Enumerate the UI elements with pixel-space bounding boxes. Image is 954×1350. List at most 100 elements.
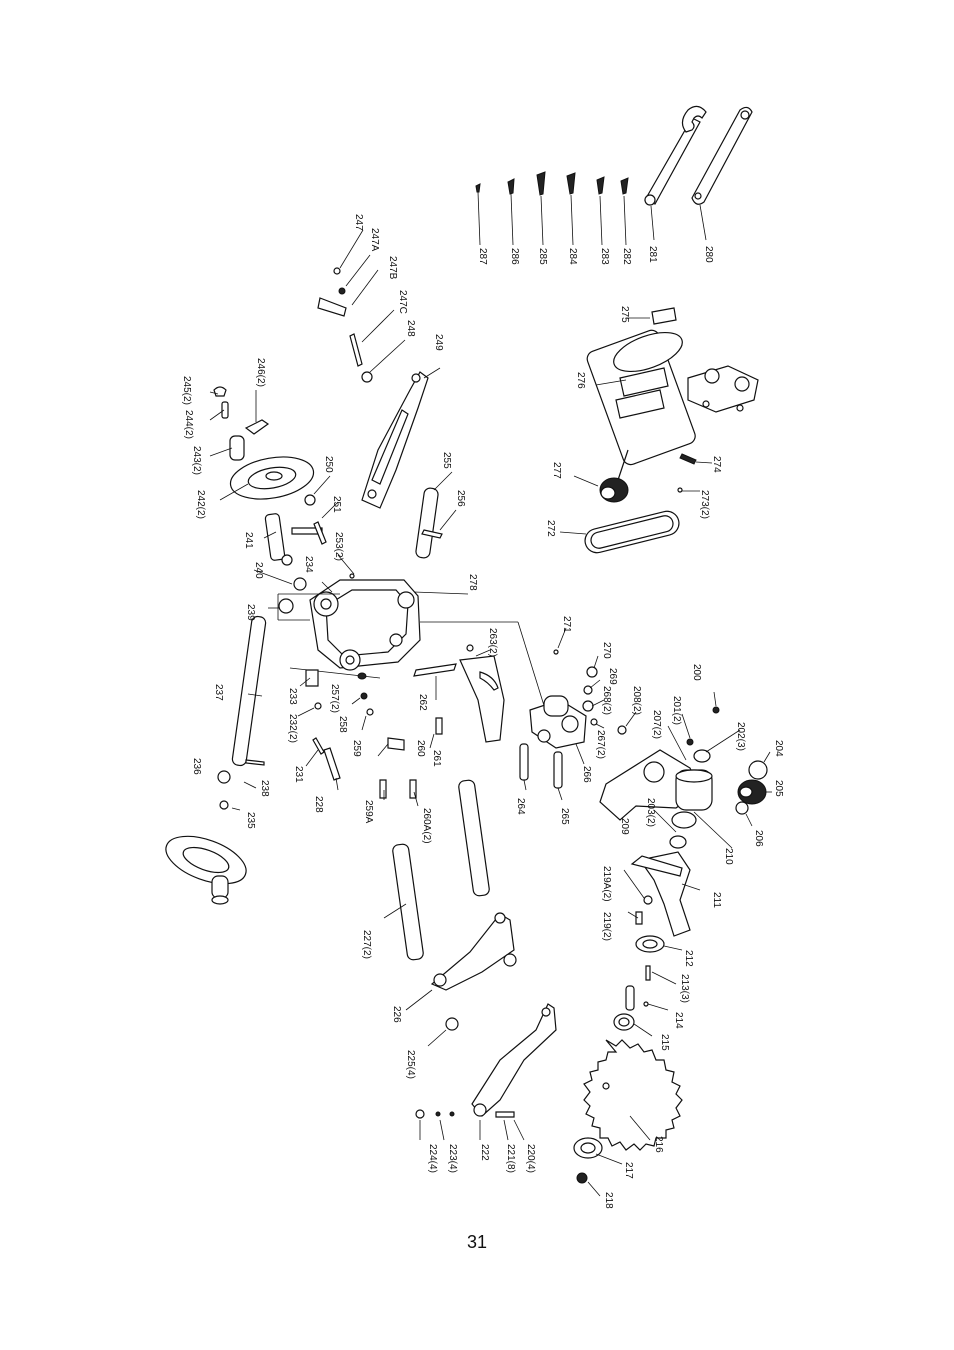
- open-end-wrench: [644, 105, 707, 241]
- label-202: 202(3): [735, 722, 746, 751]
- label-284: 284: [567, 248, 578, 265]
- label-243: 243(2): [191, 446, 202, 475]
- label-233: 233: [287, 688, 298, 705]
- saw-blade: [583, 1039, 683, 1151]
- label-255: 255: [441, 452, 452, 469]
- label-246: 246(2): [255, 358, 266, 387]
- label-222: 222: [479, 1144, 490, 1161]
- label-218: 218: [603, 1192, 614, 1209]
- label-278: 278: [467, 574, 478, 591]
- label-213: 213(3): [679, 974, 690, 1003]
- label-259a: 259A: [363, 800, 374, 824]
- label-212: 212: [683, 950, 694, 967]
- label-280: 280: [703, 246, 714, 263]
- label-287: 287: [477, 248, 488, 265]
- label-272: 272: [545, 520, 556, 537]
- label-261: 261: [431, 750, 442, 767]
- support-arm: [415, 1003, 557, 1141]
- label-245: 245(2): [181, 376, 192, 405]
- label-247: 247: [353, 214, 364, 231]
- label-249: 249: [433, 334, 444, 351]
- label-207: 207(2): [651, 710, 662, 739]
- label-203: 203(2): [645, 798, 656, 827]
- label-275: 275: [619, 306, 630, 323]
- label-242: 242(2): [195, 490, 206, 519]
- label-232: 232(2): [287, 714, 298, 743]
- label-209: 209: [619, 818, 630, 835]
- label-282: 282: [621, 248, 632, 265]
- label-251: 251: [331, 496, 342, 513]
- label-216: 216: [653, 1136, 664, 1153]
- label-273: 273(2): [699, 490, 710, 519]
- label-250: 250: [323, 456, 334, 473]
- label-220: 220(4): [525, 1144, 536, 1173]
- hex-keys-group: [475, 171, 629, 196]
- label-210: 210: [723, 848, 734, 865]
- label-264: 264: [515, 798, 526, 815]
- label-248: 248: [405, 320, 416, 337]
- label-227: 227(2): [361, 930, 372, 959]
- label-262: 262: [417, 694, 428, 711]
- label-247a: 247A: [369, 228, 380, 252]
- label-223: 223(4): [447, 1144, 458, 1173]
- label-270: 270: [601, 642, 612, 659]
- handle-assembly: [317, 229, 406, 383]
- label-206: 206: [753, 830, 764, 847]
- label-266: 266: [581, 766, 592, 783]
- lower-arm-casting: [405, 912, 517, 1047]
- part-labels: 200 201(2) 202(3) 203(2) 204 205 206 207…: [181, 214, 784, 1209]
- handwheel-upper: [209, 386, 315, 501]
- lower-rods: [383, 779, 490, 961]
- center-bracket-plate: [459, 644, 505, 743]
- label-200: 200: [691, 664, 702, 681]
- handwheel-lower: [165, 835, 247, 905]
- upper-shafts: [263, 471, 457, 566]
- label-281: 281: [647, 246, 658, 263]
- label-217: 217: [623, 1162, 634, 1179]
- label-265: 265: [559, 808, 570, 825]
- label-260a: 260A(2): [421, 808, 432, 844]
- upper-arm-casting: [361, 367, 441, 509]
- label-224: 224(4): [427, 1144, 438, 1173]
- label-225: 225(4): [405, 1050, 416, 1079]
- label-219: 219(2): [601, 912, 612, 941]
- label-259: 259: [351, 740, 362, 757]
- label-240: 240: [253, 562, 264, 579]
- label-285: 285: [537, 248, 548, 265]
- hex-key-leaders: [477, 191, 627, 246]
- label-274: 274: [711, 456, 722, 473]
- label-221: 221(8): [505, 1144, 516, 1173]
- label-260: 260: [415, 740, 426, 757]
- label-257: 257(2): [329, 684, 340, 713]
- label-286: 286: [509, 248, 520, 265]
- label-211: 211: [711, 892, 722, 908]
- label-256: 256: [455, 490, 466, 507]
- label-201: 201(2): [671, 696, 682, 725]
- label-237: 237: [213, 684, 224, 701]
- label-214: 214: [673, 1012, 684, 1029]
- shaft-bracket: [519, 627, 605, 801]
- label-247b: 247B: [387, 256, 398, 280]
- label-226: 226: [391, 1006, 402, 1023]
- label-276: 276: [575, 372, 586, 389]
- label-228: 228: [313, 796, 324, 813]
- label-208: 208(2): [631, 686, 642, 715]
- motor-pulley: [573, 475, 700, 503]
- label-277: 277: [551, 462, 562, 479]
- main-bracket: [253, 554, 547, 713]
- label-244: 244(2): [183, 410, 194, 439]
- label-239: 239: [245, 604, 256, 621]
- label-263: 263(2): [487, 628, 498, 657]
- label-238: 238: [259, 780, 270, 797]
- label-283: 283: [599, 248, 610, 265]
- label-219a: 219A(2): [601, 866, 612, 902]
- label-267: 267(2): [595, 730, 606, 759]
- drive-belt: [559, 510, 680, 554]
- lower-guard: [613, 851, 701, 1037]
- blade-guard-housing: [599, 691, 772, 849]
- label-215: 215: [659, 1034, 670, 1051]
- label-234: 234: [303, 556, 314, 573]
- blade-flange-nut: [573, 1137, 623, 1197]
- label-253: 253(2): [333, 532, 344, 561]
